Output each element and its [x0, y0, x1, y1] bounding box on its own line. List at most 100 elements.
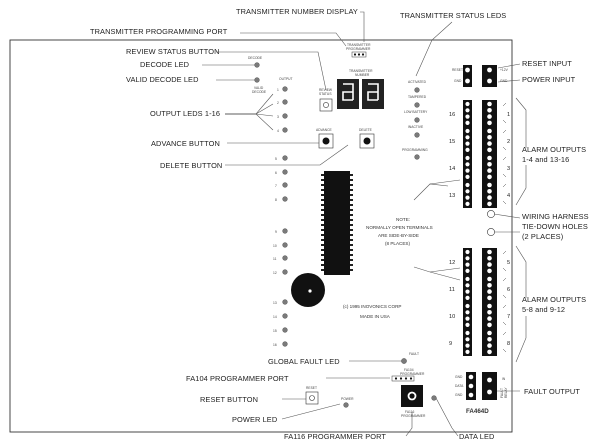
screw-terminal[interactable]	[465, 135, 470, 140]
screw-terminal[interactable]	[487, 262, 492, 267]
screw-terminal[interactable]	[465, 316, 470, 321]
output-led-9	[282, 228, 288, 234]
valid-decode-label-2: DECODE	[252, 90, 267, 94]
screw-terminal[interactable]	[487, 155, 492, 161]
screw-terminal[interactable]	[465, 262, 470, 267]
screw-terminal[interactable]	[465, 168, 470, 173]
screw-terminal[interactable]	[465, 120, 470, 125]
screw-terminal[interactable]	[465, 189, 470, 194]
screw-terminal[interactable]	[465, 201, 470, 206]
screw-terminal[interactable]	[487, 162, 492, 167]
screw-terminal[interactable]	[487, 189, 492, 194]
screw-terminal[interactable]	[465, 283, 470, 288]
screw-terminal[interactable]	[487, 276, 492, 282]
tampered-label: TAMPERED	[408, 95, 427, 99]
chip-pin	[321, 229, 324, 231]
advance-button-cap	[322, 137, 330, 145]
screw-terminal[interactable]	[487, 303, 492, 309]
screw-terminal[interactable]	[465, 108, 470, 113]
screw-terminal[interactable]	[487, 322, 492, 328]
screw-terminal[interactable]	[465, 289, 470, 294]
data-terminal[interactable]	[466, 372, 476, 400]
fa116-programmer-port[interactable]	[401, 385, 423, 407]
screw-terminal[interactable]	[487, 289, 492, 294]
screw-terminal[interactable]	[487, 249, 492, 255]
copyright-line-2: MADE IN USA	[360, 314, 391, 319]
screw-terminal[interactable]	[465, 114, 470, 119]
callout-transmitter-status-leds: TRANSMITTER STATUS LEDS	[400, 11, 506, 20]
screw-terminal[interactable]	[465, 128, 470, 134]
screw-terminal[interactable]	[487, 337, 492, 342]
screw-terminal[interactable]	[487, 135, 492, 140]
screw-terminal[interactable]	[465, 174, 470, 179]
led-number: 4	[277, 129, 279, 133]
chip-pin	[321, 209, 324, 211]
screw-terminal[interactable]	[487, 268, 492, 274]
screw-terminal[interactable]	[487, 101, 492, 107]
callout-output-leds: OUTPUT LEDS 1-16	[150, 109, 220, 118]
chip-pin	[350, 214, 353, 216]
screw-terminal[interactable]	[487, 330, 492, 336]
screw-terminal[interactable]	[465, 147, 470, 152]
screw-terminal[interactable]	[487, 316, 492, 321]
chip-pin	[350, 224, 353, 226]
screw-terminal[interactable]	[465, 276, 470, 282]
screw-terminal[interactable]	[487, 283, 492, 288]
chip-pin	[321, 194, 324, 196]
valid-decode-led	[254, 77, 260, 83]
screw-terminal[interactable]	[465, 162, 470, 167]
screw-terminal[interactable]	[487, 343, 492, 348]
screw-terminal[interactable]	[487, 108, 492, 113]
screw-terminal[interactable]	[465, 322, 470, 327]
fa104-programmer-port[interactable]	[391, 375, 415, 382]
screw-terminal[interactable]	[487, 255, 492, 261]
chip-pin	[321, 254, 324, 256]
screw-terminal[interactable]	[465, 101, 470, 107]
screw-terminal[interactable]	[487, 128, 492, 134]
chip-pin	[321, 264, 324, 266]
screw-terminal[interactable]	[487, 168, 492, 173]
screw-terminal[interactable]	[465, 349, 470, 354]
screw-terminal[interactable]	[487, 349, 492, 355]
relay-mark	[502, 277, 507, 282]
power-input-terminal[interactable]	[482, 65, 497, 87]
screw-terminal[interactable]	[465, 337, 470, 342]
screw-terminal[interactable]	[487, 120, 492, 126]
relay-mark	[502, 102, 507, 107]
screw-terminal[interactable]	[465, 195, 470, 200]
screw-terminal[interactable]	[487, 114, 492, 119]
screw-terminal[interactable]	[465, 256, 470, 261]
screw-terminal[interactable]	[465, 268, 470, 273]
power-gnd-label: GND	[500, 79, 508, 83]
chip-pin	[350, 199, 353, 201]
screw-terminal[interactable]	[465, 249, 470, 255]
screw-terminal[interactable]	[465, 343, 470, 348]
screw-terminal[interactable]	[465, 330, 470, 336]
screw-terminal[interactable]	[465, 182, 470, 188]
callout-reset-input: RESET INPUT	[522, 59, 572, 68]
screw-terminal[interactable]	[487, 195, 492, 200]
fault-output-terminal[interactable]	[482, 372, 497, 400]
model-label: FA464D	[466, 408, 489, 415]
screw-terminal[interactable]	[465, 303, 470, 309]
screw-terminal[interactable]	[487, 310, 492, 315]
screw-terminal[interactable]	[487, 174, 492, 180]
screw-terminal[interactable]	[487, 182, 492, 188]
screw-terminal[interactable]	[487, 201, 492, 207]
screw-terminal[interactable]	[465, 295, 470, 300]
screw-terminal[interactable]	[487, 295, 492, 301]
tampered-led	[414, 102, 420, 108]
screw-terminal[interactable]	[487, 147, 492, 153]
screw-terminal[interactable]	[465, 310, 470, 315]
relay-mark	[502, 146, 507, 151]
screw-terminal[interactable]	[465, 141, 470, 146]
screw-terminal[interactable]	[465, 155, 470, 161]
review-status-label-1: REVIEW	[319, 88, 333, 92]
reset-input-terminal[interactable]	[463, 65, 472, 87]
transmitter-programming-port[interactable]	[351, 51, 367, 58]
led-number: 2	[277, 101, 279, 105]
screw-terminal[interactable]	[487, 141, 492, 146]
tie-down-hole-2	[487, 228, 495, 236]
terminal-group-number: 10	[449, 314, 455, 320]
